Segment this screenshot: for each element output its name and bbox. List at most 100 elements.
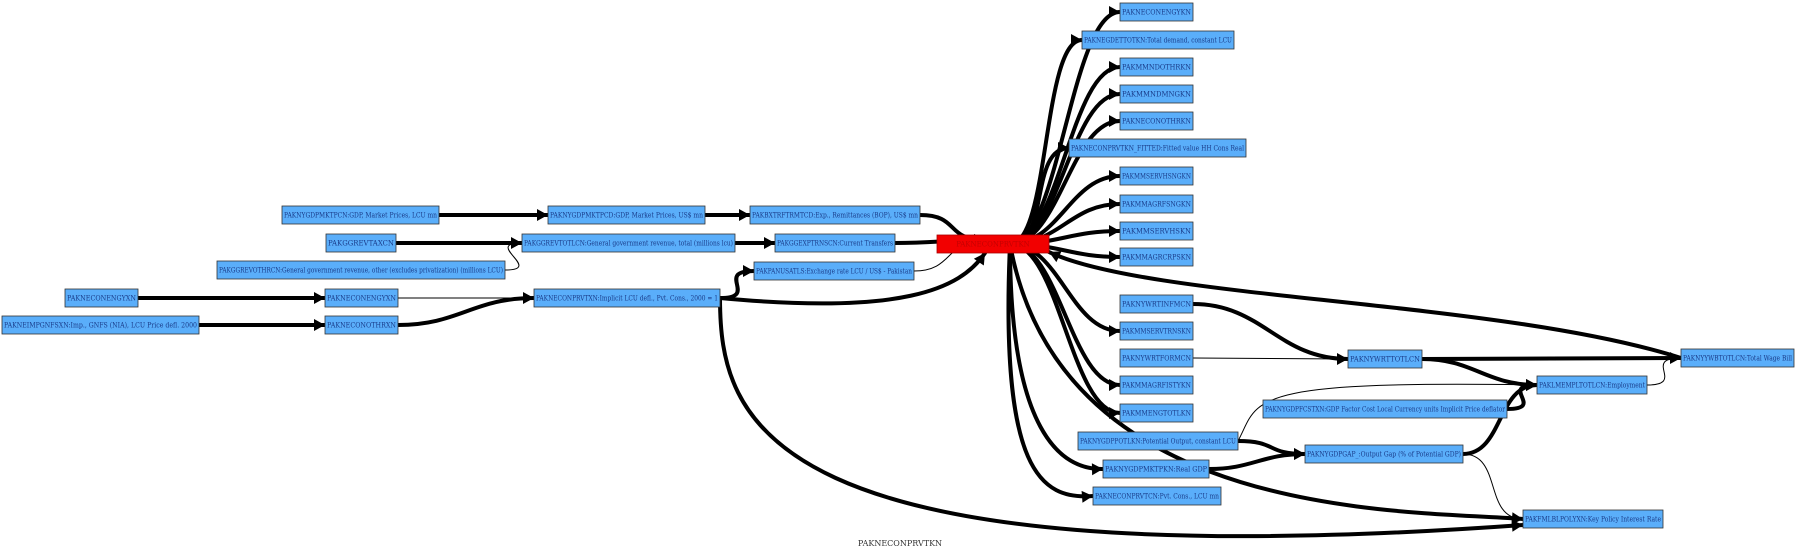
node-box-l11[interactable] [533,288,721,308]
node-box-l9[interactable] [64,288,139,308]
node-t8[interactable]: PAKMMAGRFSNGKN [1119,194,1194,214]
node-b5[interactable]: PAKMMENGTOTLKN [1119,403,1194,423]
node-box-emp[interactable] [1536,375,1648,395]
node-box-b3[interactable] [1119,348,1194,368]
edge-l11-to-rate [718,296,1525,539]
node-label-l10: PAKNECONENGYXN [327,295,396,303]
node-label-wrttot: PAKNYWRTTOTLCN [1350,356,1420,364]
node-box-b2[interactable] [1119,321,1194,341]
node-box-l12[interactable] [1,315,200,335]
node-box-b6[interactable] [1077,431,1239,451]
node-box-t4[interactable] [1119,84,1194,104]
node-b3[interactable]: PAKNYWRTFORMCN [1119,348,1194,368]
node-label-t9: PAKMMSERVHSKN [1122,228,1191,236]
arrowhead-l5-to-l6 [764,237,775,249]
node-box-t6[interactable] [1068,138,1247,158]
arrowhead-center-to-b8 [1081,490,1093,503]
arrowhead-l7-to-l5 [515,239,522,247]
node-t4[interactable]: PAKMMNDMNGKN [1119,84,1194,104]
edge-wage-to-center [1047,250,1683,360]
node-t9[interactable]: PAKMMSERVHSKN [1119,221,1194,241]
edges-layer [136,6,1683,539]
node-t3[interactable]: PAKMMNDOTHRKN [1119,57,1194,77]
node-center[interactable]: PAKNECONPRVTKN [936,234,1050,254]
node-box-b4[interactable] [1119,375,1194,395]
node-box-b1[interactable] [1119,294,1194,314]
node-l11[interactable]: PAKNECONPRVTXN:Implicit LCU defl., Pvt. … [533,288,721,308]
node-label-t3: PAKMMNDOTHRKN [1122,64,1191,72]
node-box-l6[interactable] [774,233,896,253]
node-label-b8: PAKNECONPRVTCN:Pvt. Cons., LCU mn [1095,493,1219,501]
node-box-t1[interactable] [1119,2,1194,22]
node-box-b7[interactable] [1102,459,1210,479]
node-l10[interactable]: PAKNECONENGYXN [324,288,399,308]
node-label-emp: PAKLMEMPLTOTLCN:Employment [1539,382,1645,390]
node-box-t9[interactable] [1119,221,1194,241]
node-box-center[interactable] [936,234,1050,254]
edge-wrttot-to-wage [1420,356,1683,361]
node-gdpfc[interactable]: PAKNYGDPFCSTXN:GDP Factor Cost Local Cur… [1262,399,1508,419]
node-b1[interactable]: PAKNYWRTINFMCN [1119,294,1194,314]
node-box-t3[interactable] [1119,57,1194,77]
node-box-t2[interactable] [1081,30,1235,50]
node-box-l2[interactable] [547,205,706,225]
node-l13[interactable]: PAKNECONOTHRXN [324,315,399,335]
node-b2[interactable]: PAKMMSERVTRNSKN [1119,321,1194,341]
node-l7[interactable]: PAKGGREVOTHRCN:General government revenu… [216,260,506,280]
node-gap[interactable]: PAKNYGDPGAP_:Output Gap (% of Potential … [1304,444,1464,464]
node-t2[interactable]: PAKNEGDETTOTKN:Total demand, constant LC… [1081,30,1235,50]
node-box-l3[interactable] [749,205,921,225]
node-box-t10[interactable] [1119,247,1194,267]
arrowhead-gap-to-rate [1516,515,1523,523]
node-label-t8: PAKMMAGRFSNGKN [1122,201,1191,209]
node-box-gap[interactable] [1304,444,1464,464]
node-box-l1[interactable] [281,205,440,225]
node-t5[interactable]: PAKNECONOTHRKN [1119,111,1194,131]
edge-l11-to-l8 [718,269,756,300]
node-t1[interactable]: PAKNECONENGYKN [1119,2,1194,22]
arrowhead-center-to-t7 [1109,170,1120,182]
node-box-b5[interactable] [1119,403,1194,423]
node-l5[interactable]: PAKGGREVTOTLCN:General government revenu… [521,233,736,253]
node-l12[interactable]: PAKNEIMPGNFSXN:Imp., GNFS (NIA), LCU Pri… [1,315,200,335]
node-emp[interactable]: PAKLMEMPLTOTLCN:Employment [1536,375,1648,395]
node-box-t5[interactable] [1119,111,1194,131]
edge-b7-to-gap [1207,452,1307,471]
node-b7[interactable]: PAKNYGDPMKTPKN:Real GDP [1102,459,1210,479]
node-t7[interactable]: PAKMMSERVHSNGKN [1119,166,1194,186]
node-l3[interactable]: PAKBXTRFTRMTCD:Exp., Remittances (BOP), … [749,205,921,225]
node-box-t8[interactable] [1119,194,1194,214]
node-box-t7[interactable] [1119,166,1194,186]
node-l8[interactable]: PAKPANUSATLS:Exchange rate LCU / US$ - P… [753,261,915,281]
graph-caption: PAKNECONPRVTKN [857,539,943,548]
node-box-l10[interactable] [324,288,399,308]
arrowhead-center-to-t3 [1109,61,1120,73]
node-box-rate[interactable] [1522,509,1664,529]
node-box-l8[interactable] [753,261,915,281]
arrowhead-l11-to-l8 [743,265,754,277]
node-box-l4[interactable] [325,233,397,253]
node-box-l13[interactable] [324,315,399,335]
node-wage[interactable]: PAKNYYWBTOTLCN:Total Wage Bill [1680,348,1795,368]
node-wrttot[interactable]: PAKNYWRTTOTLCN [1347,349,1423,369]
node-rate[interactable]: PAKFMLBLPOLYXN:Key Policy Interest Rate [1522,509,1664,529]
node-b4[interactable]: PAKMMAGRFISTYKN [1119,375,1194,395]
node-t6[interactable]: PAKNECONPRVTKN_FITTED:Fitted value HH Co… [1068,138,1247,158]
node-l1[interactable]: PAKNYGDPMKTPCN:GDP, Market Prices, LCU m… [281,205,440,225]
node-box-wrttot[interactable] [1347,349,1423,369]
node-box-l7[interactable] [216,260,506,280]
node-l6[interactable]: PAKGGEXPTRNSCN:Current Transfers [774,233,896,253]
node-label-b7: PAKNYGDPMKTPKN:Real GDP [1105,466,1207,474]
node-t10[interactable]: PAKMMAGRCRPSKN [1119,247,1194,267]
node-box-gdpfc[interactable] [1262,399,1508,419]
edge-gap-to-emp [1461,383,1539,456]
node-l2[interactable]: PAKNYGDPMKTPCD:GDP, Market Prices, US$ m… [547,205,706,225]
node-box-wage[interactable] [1680,348,1795,368]
node-l9[interactable]: PAKNECONENGYXN [64,288,139,308]
node-b8[interactable]: PAKNECONPRVTCN:Pvt. Cons., LCU mn [1092,486,1222,506]
node-l4[interactable]: PAKGGREVTAXCN [325,233,397,253]
node-box-b8[interactable] [1092,486,1222,506]
arrowhead-center-to-t10 [1109,251,1120,263]
node-b6[interactable]: PAKNYGDPPOTLKN:Potential Output, constan… [1077,431,1239,451]
node-box-l5[interactable] [521,233,736,253]
